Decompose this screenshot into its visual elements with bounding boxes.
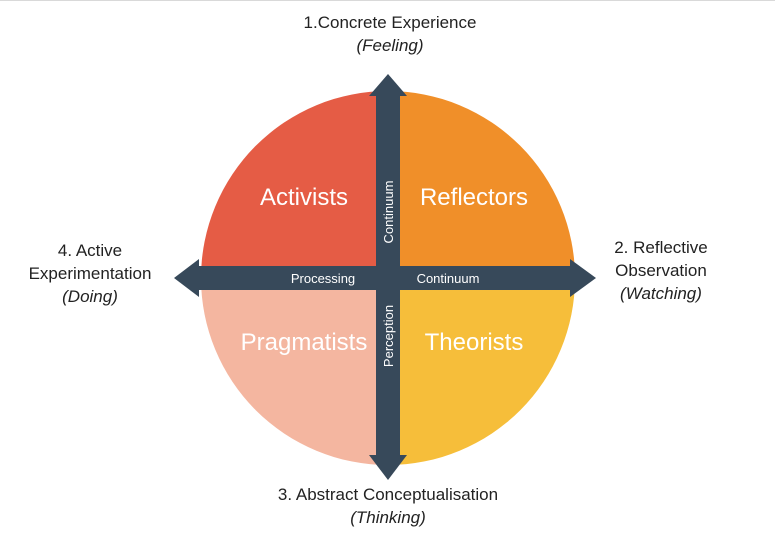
axis-label-processing: Processing bbox=[291, 271, 355, 286]
quadrant-label-reflectors: Reflectors bbox=[420, 184, 528, 211]
pole-left-line1: 4. Active bbox=[57, 241, 123, 260]
quadrant-label-pragmatists: Pragmatists bbox=[241, 329, 368, 356]
axis-label-perception: Perception bbox=[381, 305, 396, 367]
horizontal-axis-arrow bbox=[174, 259, 596, 297]
pole-right-subtitle: (Watching) bbox=[620, 284, 702, 303]
pole-left-subtitle: (Doing) bbox=[62, 287, 118, 306]
pole-top-subtitle: (Feeling) bbox=[356, 36, 424, 55]
quadrant-activists bbox=[201, 91, 388, 278]
pole-bottom-title: 3. Abstract Conceptualisation bbox=[277, 485, 499, 504]
quadrant-pragmatists bbox=[201, 278, 388, 465]
pole-bottom: 3. Abstract Conceptualisation (Thinking) bbox=[218, 483, 558, 529]
quadrant-label-theorists: Theorists bbox=[425, 329, 524, 356]
pole-top-title: 1.Concrete Experience bbox=[303, 13, 477, 32]
quadrant-label-activists: Activists bbox=[260, 184, 348, 211]
pole-left-line2: Experimentation bbox=[28, 264, 152, 283]
quadrant-reflectors bbox=[388, 91, 575, 278]
pole-left: 4. Active Experimentation (Doing) bbox=[10, 239, 170, 308]
quadrant-theorists bbox=[388, 278, 575, 465]
pole-right-line2: Observation bbox=[615, 261, 707, 280]
pole-right: 2. Reflective Observation (Watching) bbox=[596, 236, 726, 305]
top-divider bbox=[0, 0, 775, 1]
pole-top: 1.Concrete Experience (Feeling) bbox=[245, 11, 535, 57]
pole-bottom-subtitle: (Thinking) bbox=[350, 508, 426, 527]
pole-right-line1: 2. Reflective bbox=[614, 238, 708, 257]
axis-label-continuum-horizontal: Continuum bbox=[417, 271, 480, 286]
axis-label-continuum-vertical: Continuum bbox=[381, 181, 396, 244]
